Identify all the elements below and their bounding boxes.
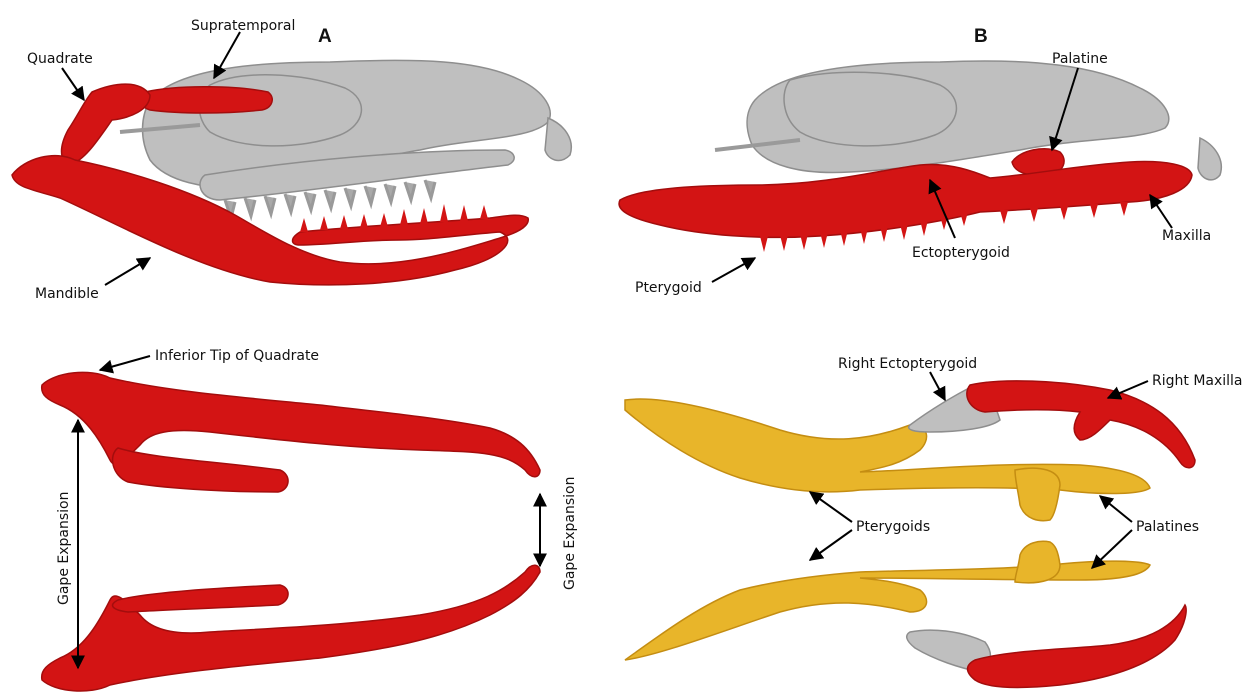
mandible-lower <box>42 565 540 691</box>
quadrate-upper <box>113 448 289 492</box>
left-maxilla <box>968 605 1187 687</box>
label-mandible: Mandible <box>35 286 99 302</box>
arrow-palatine-upper <box>1100 496 1132 522</box>
skull-snout-a <box>545 118 571 160</box>
skull-snout-b <box>1198 138 1221 180</box>
label-palatines: Palatines <box>1136 519 1199 535</box>
label-quadrate: Quadrate <box>27 51 93 67</box>
label-gape-expansion-left: Gape Expansion <box>56 492 72 605</box>
arrow-pterygoid-upper <box>810 492 852 522</box>
arrow-inferior-tip <box>100 356 150 370</box>
quadrate-lower <box>113 585 289 612</box>
label-right-maxilla: Right Maxilla <box>1152 373 1243 389</box>
arrow-right-ectopterygoid <box>930 372 945 400</box>
label-pterygoid: Pterygoid <box>635 280 702 296</box>
label-inferior-tip-quadrate: Inferior Tip of Quadrate <box>155 348 319 364</box>
quadrate-bone <box>62 84 151 165</box>
panel-a-skull-lateral <box>12 60 571 285</box>
arrow-mandible <box>105 258 150 285</box>
panel-a-mandibles-dorsal <box>42 372 540 691</box>
panel-label-b: B <box>974 26 988 47</box>
palatine-lower <box>1015 541 1060 582</box>
panel-b-skull-lateral <box>619 61 1221 252</box>
label-right-ectopterygoid: Right Ectopterygoid <box>838 356 977 372</box>
label-supratemporal: Supratemporal <box>191 18 295 34</box>
right-maxilla <box>967 381 1195 468</box>
label-pterygoids: Pterygoids <box>856 519 930 535</box>
arrow-pterygoid-lower <box>810 530 852 560</box>
label-ectopterygoid: Ectopterygoid <box>912 245 1010 261</box>
palatine-upper <box>1015 468 1060 521</box>
label-maxilla: Maxilla <box>1162 228 1211 244</box>
label-gape-expansion-right: Gape Expansion <box>562 477 578 590</box>
pterygoid-upper <box>625 399 1150 494</box>
supratemporal-bone <box>139 87 272 113</box>
arrow-quadrate <box>62 68 84 100</box>
arrow-pterygoid <box>712 258 755 282</box>
skull-braincase-b <box>784 72 956 146</box>
arrow-maxilla <box>1150 195 1172 228</box>
panel-label-a: A <box>318 26 332 47</box>
label-palatine: Palatine <box>1052 51 1108 67</box>
pterygoid-lower <box>625 561 1150 660</box>
